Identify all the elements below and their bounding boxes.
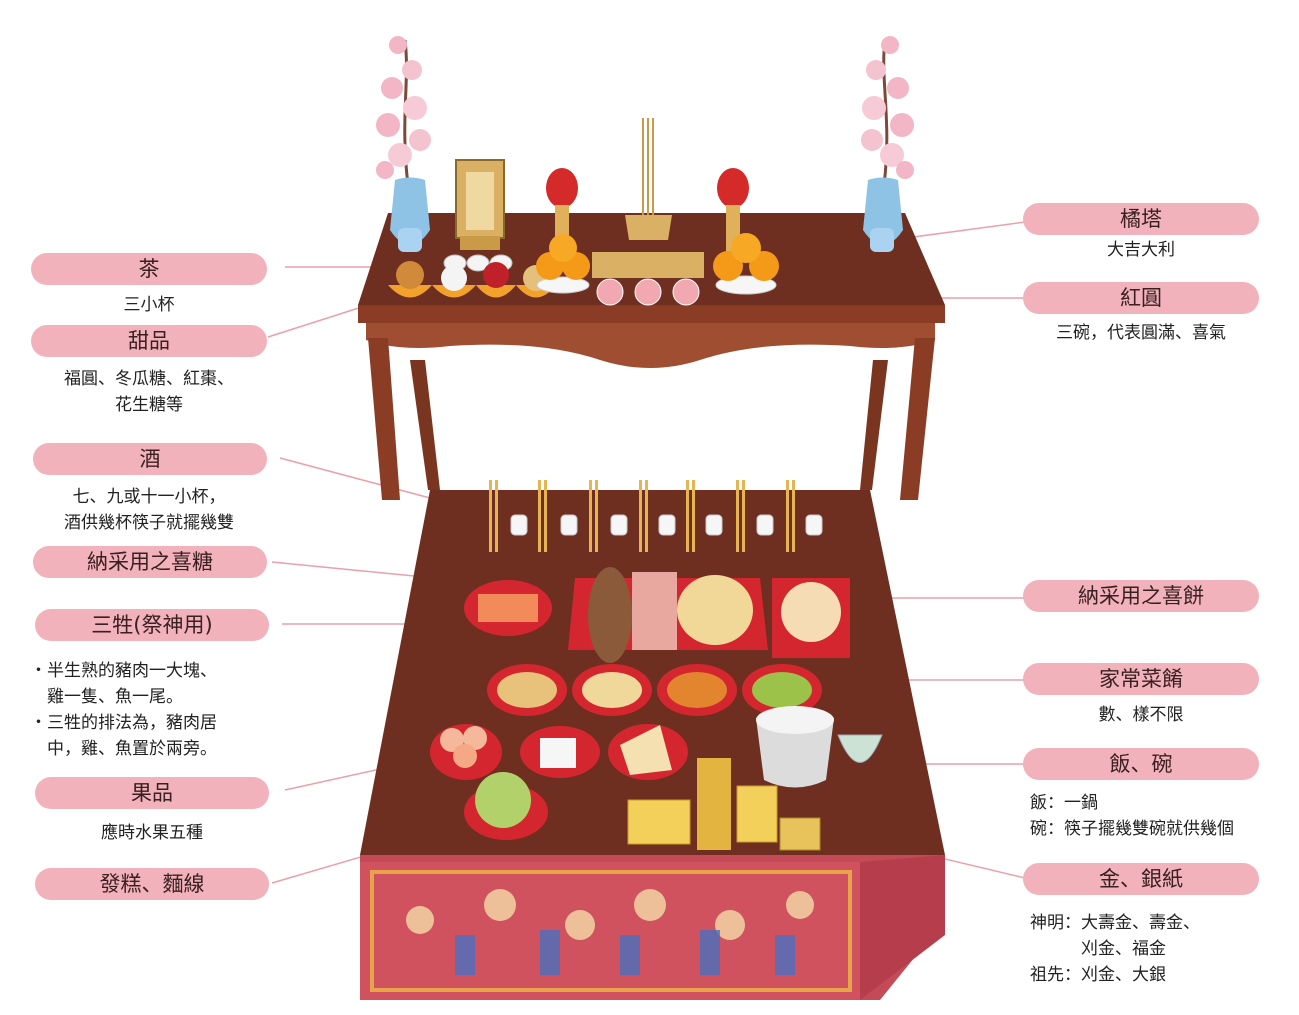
desc-line: 碗：筷子擺幾雙碗就供幾個 xyxy=(1030,819,1234,839)
desc-line: 花生糖等 xyxy=(115,395,183,415)
chopsticks-wine-cups xyxy=(489,480,823,552)
desc-line: ・三牲的排法為，豬肉居 xyxy=(30,713,217,733)
paper-money xyxy=(627,758,821,851)
three-meats-tray xyxy=(568,567,768,663)
label-wine: 酒 xyxy=(33,443,267,475)
home-dishes xyxy=(487,664,822,716)
desc-line: ・半生熟的豬肉一大塊、 xyxy=(30,661,217,681)
label-red-balls: 紅圓 xyxy=(1023,282,1259,314)
fruit-plates xyxy=(430,724,688,840)
desc-line: 七、九或十一小杯， xyxy=(72,487,226,507)
desc-paper-money: 神明：大壽金、壽金、 刈金、福金 祖先：刈金、大銀 xyxy=(1030,910,1280,988)
label-dishes: 家常菜餚 xyxy=(1023,663,1259,695)
desc-sweets: 福圓、冬瓜糖、紅棗、 花生糖等 xyxy=(31,366,267,418)
label-paper-money: 金、銀紙 xyxy=(1023,863,1259,895)
wedding-candy-plate xyxy=(464,580,552,636)
desc-three-meats: ・半生熟的豬肉一大塊、 雞一隻、魚一尾。 ・三牲的排法為，豬肉居 中，雞、魚置於… xyxy=(30,658,290,762)
wedding-cake-box xyxy=(772,578,850,658)
label-cake-noodles: 發糕、麵線 xyxy=(35,868,269,900)
desc-line: 大吉大利 xyxy=(1107,240,1175,260)
desc-line: 三碗，代表圓滿、喜氣 xyxy=(1056,323,1226,343)
desc-line: 刈金、福金 xyxy=(1030,939,1166,959)
ancestral-tablet xyxy=(455,159,505,250)
label-wedding-cake: 納采用之喜餅 xyxy=(1023,580,1259,612)
desc-line: 數、樣不限 xyxy=(1098,705,1184,725)
label-sweets: 甜品 xyxy=(31,325,267,357)
label-fruits: 果品 xyxy=(35,777,269,809)
rice-and-bowls xyxy=(756,706,883,788)
label-tea: 茶 xyxy=(31,253,267,285)
desc-line: 雞一隻、魚一尾。 xyxy=(30,687,183,707)
orange-tower-left xyxy=(536,234,590,294)
orange-tower-right xyxy=(713,233,779,295)
desc-line: 中，雞、魚置於兩旁。 xyxy=(30,739,217,759)
label-orange-tower: 橘塔 xyxy=(1023,203,1259,235)
desc-line: 福圓、冬瓜糖、紅棗、 xyxy=(64,369,234,389)
desc-fruits: 應時水果五種 xyxy=(35,820,269,846)
desc-wine: 七、九或十一小杯， 酒供幾杯筷子就擺幾雙 xyxy=(21,484,277,536)
desc-red-balls: 三碗，代表圓滿、喜氣 xyxy=(1013,320,1269,346)
desc-rice-bowls: 飯：一鍋 碗：筷子擺幾雙碗就供幾個 xyxy=(1030,790,1295,842)
desc-line: 神明：大壽金、壽金、 xyxy=(1030,913,1200,933)
desc-dishes: 數、樣不限 xyxy=(1023,702,1259,728)
desc-line: 應時水果五種 xyxy=(101,823,203,843)
flower-vase-right xyxy=(861,36,914,252)
desc-line: 三小杯 xyxy=(123,295,175,315)
desc-line: 飯：一鍋 xyxy=(1030,793,1098,813)
label-rice-bowls: 飯、碗 xyxy=(1023,748,1259,780)
candles-incense xyxy=(546,118,749,278)
desc-orange-tower: 大吉大利 xyxy=(1023,237,1259,263)
red-ball-bowls xyxy=(596,278,700,306)
flower-vase-left xyxy=(376,36,431,252)
label-wedding-candy: 納采用之喜糖 xyxy=(33,546,267,578)
desc-tea: 三小杯 xyxy=(31,292,267,318)
desc-line: 酒供幾杯筷子就擺幾雙 xyxy=(64,513,234,533)
desc-line: 祖先：刈金、大銀 xyxy=(1030,965,1166,985)
label-three-meats: 三牲(祭神用) xyxy=(35,609,269,641)
sweets-bowls xyxy=(388,261,556,298)
